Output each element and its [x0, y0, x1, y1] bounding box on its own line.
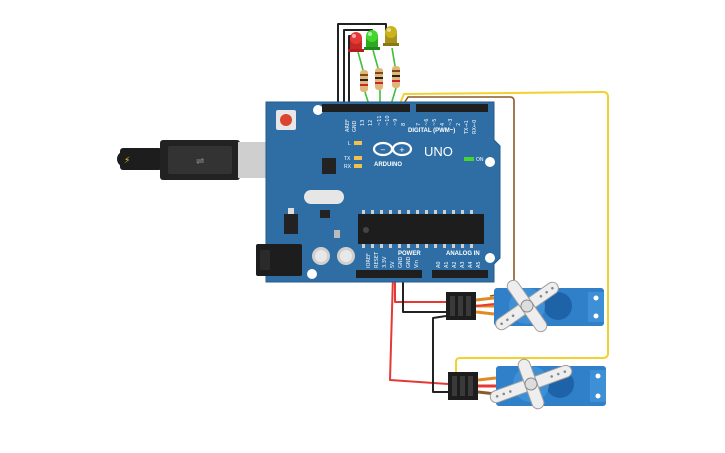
wire-green-led-anode[interactable] [372, 49, 379, 69]
power-pin-gnd2: GND [406, 256, 412, 268]
servo-lower[interactable] [448, 345, 606, 423]
analog-pin-a1: A1 [444, 261, 450, 268]
digital-pin-rx: RX←0 [472, 120, 478, 134]
red-led[interactable] [348, 32, 364, 52]
digital-pin-9: ~9 [393, 119, 399, 126]
digital-pin-tx: TX→1 [464, 120, 470, 135]
digital-pin-5: ~5 [432, 119, 438, 126]
svg-text:−: − [380, 146, 386, 154]
arduino-logo-icon [372, 141, 413, 157]
digital-pin-10: ~10 [385, 115, 391, 126]
resistor-1[interactable] [360, 70, 368, 92]
board-model: UNO [424, 144, 453, 159]
analog-pin-a0: A0 [436, 261, 442, 268]
digital-pin-3: ~3 [448, 119, 454, 126]
digital-pin-2: 2 [456, 123, 462, 126]
svg-text:+: + [399, 146, 405, 154]
analog-pin-a5: A5 [476, 261, 482, 268]
power-header-label: POWER [398, 251, 421, 257]
board-brand: ARDUINO [374, 162, 402, 168]
wire-red-led-anode[interactable] [357, 51, 364, 71]
resistor-3[interactable] [392, 66, 400, 88]
wire-red-5v-upper[interactable] [394, 276, 446, 303]
atmega-chip [358, 214, 484, 244]
power-pin-vin: Vin [414, 260, 420, 268]
wires [337, 23, 609, 393]
yellow-led[interactable] [383, 26, 399, 46]
digital-pin-8: 8 [401, 123, 407, 126]
lightning-icon: ⚡ [124, 156, 130, 166]
wire-gnd-upper[interactable] [402, 276, 446, 313]
power-pin-ioref: IOREF [366, 253, 372, 268]
arduino-board[interactable]: AREF GND 13 12 ~11 ~10 ~9 8 7 ~6 ~5 4 ~3… [256, 101, 501, 283]
power-pin-gnd1: GND [398, 256, 404, 268]
power-pin-3v3: 3.3V [382, 256, 388, 268]
usb-icon: ⇌ [196, 156, 204, 167]
digital-pin-13: 13 [360, 120, 366, 126]
wire-yellow-signal[interactable] [397, 91, 609, 379]
wire-brown-signal[interactable] [400, 96, 515, 297]
board-l-label: L [348, 141, 351, 147]
servo-lower-horn-icon [489, 358, 573, 410]
analog-pin-a4: A4 [468, 261, 474, 268]
board-rx-label: RX [344, 164, 352, 170]
resistors [360, 66, 400, 92]
wire-gnd-lower[interactable] [432, 315, 448, 393]
analog-pin-a2: A2 [452, 261, 458, 268]
wire-yellow-led-anode[interactable] [391, 47, 396, 67]
analog-header-label: ANALOG IN [446, 251, 480, 257]
board-on-label: ON [476, 157, 484, 163]
servo-upper-horn-icon [495, 279, 559, 333]
servo-upper[interactable] [446, 260, 604, 352]
power-pin-reset: RESET [374, 251, 380, 268]
board-tx-label: TX [344, 156, 351, 162]
digital-header-label: DIGITAL (PWM~) [408, 128, 455, 134]
digital-pin-6: ~6 [424, 119, 430, 126]
digital-pin-11: ~11 [377, 115, 383, 126]
digital-pin-12: 12 [368, 120, 374, 126]
analog-pin-a3: A3 [460, 261, 466, 268]
digital-pin-gnd: GND [352, 120, 358, 132]
power-pin-5v: 5V [390, 261, 396, 268]
wire-red-5v-lower[interactable] [389, 275, 449, 385]
resistor-2[interactable] [375, 68, 383, 90]
green-led[interactable] [364, 30, 380, 50]
digital-pin-aref: AREF [345, 119, 351, 132]
digital-pin-7: 7 [416, 123, 422, 126]
digital-pin-4: 4 [440, 123, 446, 126]
